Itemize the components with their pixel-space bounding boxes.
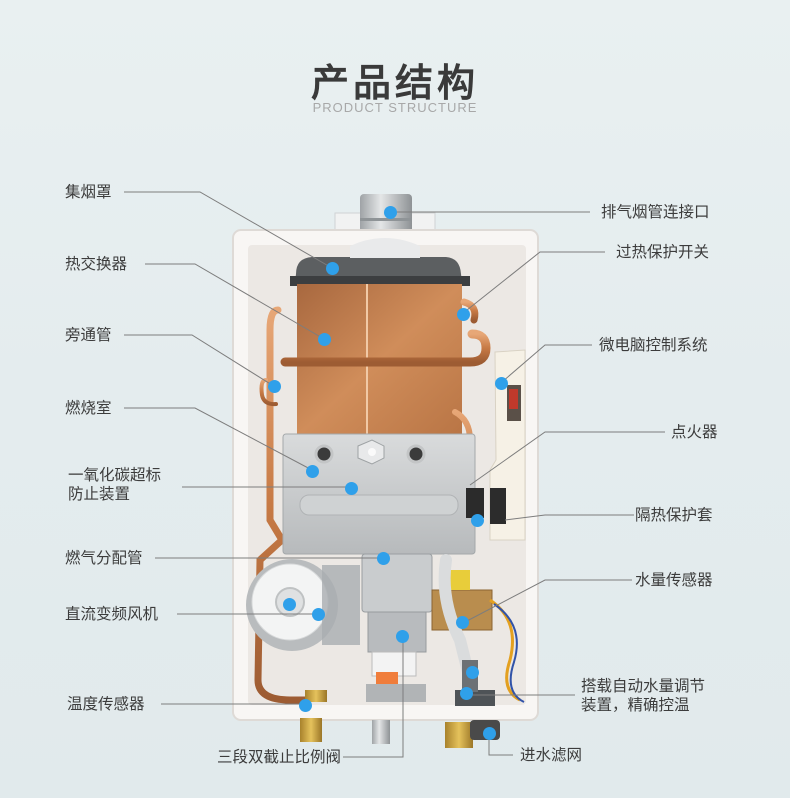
label-auto-water-regulator: 搭载自动水量调节 装置，精确控温 — [581, 677, 705, 715]
label-dc-fan: 直流变频风机 — [65, 605, 159, 623]
label-auto-water-regulator-line2: 装置，精确控温 — [581, 696, 690, 714]
marker-dot-overheat-switch[interactable] — [456, 307, 470, 321]
label-bypass-pipe: 旁通管 — [65, 326, 112, 344]
page-title: 产品结构 — [310, 61, 479, 105]
marker-dot-water-flow-sensor[interactable] — [455, 615, 469, 629]
marker-dot-auto-regulator-upper[interactable] — [465, 665, 479, 679]
marker-dot-bypass-pipe[interactable] — [267, 379, 281, 393]
marker-dot-dc-fan[interactable] — [311, 607, 325, 621]
label-combustion-chamber: 燃烧室 — [65, 399, 112, 417]
marker-dot-fan-center[interactable] — [282, 597, 296, 611]
marker-dot-flue-connector[interactable] — [383, 205, 397, 219]
label-heat-shield: 隔热保护套 — [635, 506, 713, 524]
label-auto-water-regulator-line1: 搭载自动水量调节 — [581, 677, 706, 695]
marker-dot-temperature-sensor[interactable] — [298, 698, 312, 712]
marker-dot-combustion-chamber[interactable] — [305, 464, 319, 478]
marker-dot-igniter[interactable] — [470, 513, 484, 527]
label-microcomputer-control: 微电脑控制系统 — [599, 336, 708, 354]
label-co-protection-line2: 防止装置 — [68, 485, 131, 503]
marker-dot-gas-manifold[interactable] — [376, 551, 390, 565]
marker-dot-proportional-valve[interactable] — [395, 629, 409, 643]
label-smoke-hood: 集烟罩 — [65, 183, 112, 201]
label-co-protection-line1: 一氧化碳超标 — [68, 466, 162, 484]
label-overheat-switch: 过热保护开关 — [616, 243, 710, 261]
label-water-flow-sensor: 水量传感器 — [635, 571, 713, 589]
marker-dot-smoke-hood[interactable] — [325, 261, 339, 275]
label-proportional-valve: 三段双截止比例阀 — [217, 748, 342, 766]
page-subtitle: PRODUCT STRUCTURE — [312, 100, 478, 115]
marker-dot-co-protection[interactable] — [344, 481, 358, 495]
label-gas-manifold: 燃气分配管 — [65, 549, 143, 567]
label-igniter: 点火器 — [671, 423, 718, 441]
label-heat-exchanger: 热交换器 — [65, 255, 128, 273]
label-flue-connector: 排气烟管连接口 — [601, 203, 710, 221]
label-temperature-sensor: 温度传感器 — [67, 695, 145, 713]
marker-dot-inlet-filter[interactable] — [482, 726, 496, 740]
label-inlet-filter: 进水滤网 — [520, 746, 583, 764]
marker-dot-microcomputer-control[interactable] — [494, 376, 508, 390]
label-co-protection: 一氧化碳超标 防止装置 — [68, 466, 161, 504]
marker-dot-auto-water-regulator[interactable] — [459, 686, 473, 700]
marker-dot-heat-exchanger[interactable] — [317, 332, 331, 346]
